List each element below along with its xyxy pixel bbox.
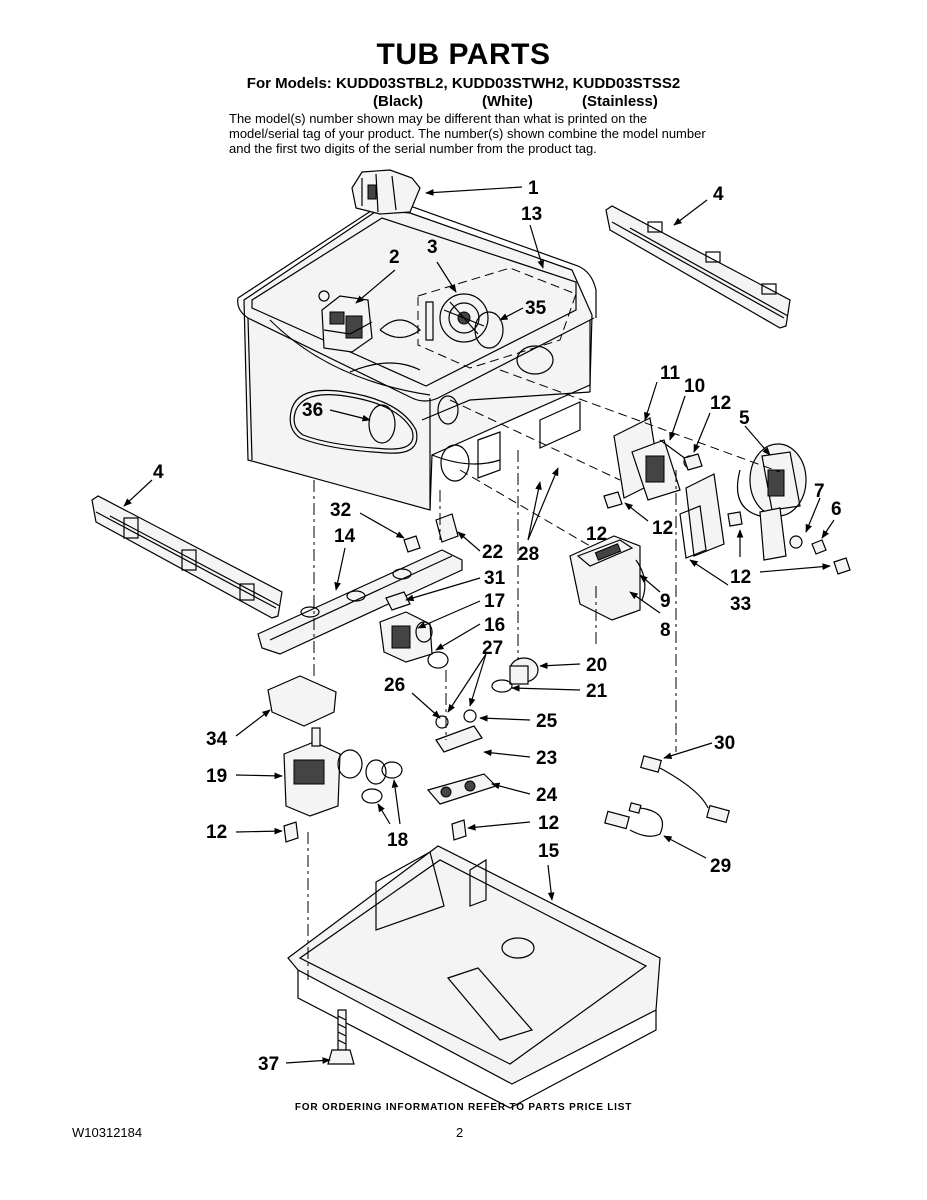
color-stainless-label: (Stainless) (582, 93, 658, 110)
callout-34: 34 (206, 729, 228, 750)
callout-3: 3 (427, 237, 438, 258)
part-12-screws-upper (603, 453, 851, 575)
part-3-stem (425, 301, 434, 341)
callout-28: 28 (518, 544, 539, 565)
callout-31: 31 (484, 568, 506, 589)
callout-11: 11 (660, 363, 681, 384)
part-2-dispenser (321, 295, 373, 353)
callout-14: 14 (334, 526, 356, 547)
part-8-control-module (569, 535, 646, 621)
callout-26: 26 (384, 675, 405, 696)
part-30-harness (640, 755, 730, 824)
callout-4-right: 4 (713, 184, 724, 205)
callout-21: 21 (586, 681, 608, 702)
callout-12-e: 12 (538, 813, 559, 834)
part-17-valve (379, 611, 433, 663)
part-15-base (287, 845, 661, 1109)
callout-13: 13 (521, 204, 542, 225)
callout-37: 37 (258, 1054, 279, 1075)
callout-4-left: 4 (153, 462, 164, 483)
callout-15: 15 (538, 841, 560, 862)
part-36-gasket (289, 389, 418, 454)
part-12-screw-lower-left (283, 821, 299, 843)
part-20-sensor (509, 657, 539, 685)
part-37-leveling-leg (327, 1009, 355, 1065)
part-22-switch (435, 513, 459, 543)
part-11-bracket (613, 417, 697, 501)
page-number: 2 (456, 1125, 464, 1140)
callout-labels: 1 2 3 4 4 5 6 7 8 9 10 11 12 12 12 12 12… (153, 178, 842, 1075)
callout-19: 19 (206, 766, 227, 787)
part-18-clamp-a (361, 788, 383, 804)
callout-22: 22 (482, 542, 503, 563)
callout-12-c: 12 (730, 567, 751, 588)
callout-8: 8 (660, 620, 671, 641)
tub-drawing (237, 202, 597, 511)
part-34-shield (267, 675, 337, 727)
callout-5: 5 (739, 408, 750, 429)
model-list: For Models: KUDD03STBL2, KUDD03STWH2, KU… (246, 75, 681, 92)
callout-16: 16 (484, 615, 505, 636)
part-5-motor (736, 443, 807, 561)
page-title: TUB PARTS (376, 38, 551, 71)
callout-9: 9 (660, 591, 671, 612)
part-35-gasket (474, 311, 504, 349)
callout-25: 25 (536, 711, 558, 732)
callout-1: 1 (528, 178, 539, 199)
callout-2: 2 (389, 247, 400, 268)
leader-lines (123, 186, 835, 1064)
model-number-note: The model(s) number shown may be differe… (229, 111, 706, 156)
part-32-clip (403, 535, 421, 553)
part-12-screw-lower-right (451, 819, 467, 841)
part-18-clamp-b (381, 761, 403, 779)
assembly-dash-lines (307, 369, 781, 980)
callout-35: 35 (525, 298, 547, 319)
part-1-bracket (351, 169, 421, 215)
part-6-nut (811, 539, 827, 555)
callout-17: 17 (484, 591, 505, 612)
callout-30: 30 (714, 733, 735, 754)
callout-23: 23 (536, 748, 557, 769)
part-7-bushing (789, 535, 803, 549)
part-33-bracket (679, 473, 725, 559)
callout-12-f: 12 (586, 524, 607, 545)
part-31-plate (385, 591, 411, 611)
color-white-label: (White) (482, 93, 533, 110)
callout-33: 33 (730, 594, 751, 615)
part-21-seal (491, 679, 513, 693)
callout-12-b: 12 (652, 518, 673, 539)
callout-32: 32 (330, 500, 351, 521)
part-3-vent (417, 267, 577, 369)
document-number: W10312184 (72, 1125, 143, 1140)
callout-12-a: 12 (710, 393, 731, 414)
ordering-footer: FOR ORDERING INFORMATION REFER TO PARTS … (294, 1102, 633, 1113)
callout-7: 7 (814, 481, 825, 502)
part-14-spray-tube (257, 549, 463, 655)
callout-18: 18 (387, 830, 408, 851)
callout-29: 29 (710, 856, 731, 877)
callout-20: 20 (586, 655, 607, 676)
part-29-harness (604, 802, 664, 837)
part-19-pump (283, 727, 387, 817)
part-4-rail-left (91, 495, 283, 619)
color-black-label: (Black) (373, 93, 424, 110)
part-16-clamp (427, 651, 449, 669)
callout-36: 36 (302, 400, 323, 421)
callout-27: 27 (482, 638, 503, 659)
callout-12-d: 12 (206, 822, 227, 843)
callout-24: 24 (536, 785, 558, 806)
callout-10: 10 (684, 376, 705, 397)
part-23-27-float (426, 709, 498, 805)
part-4-rail-right (605, 205, 791, 329)
callout-6: 6 (831, 499, 842, 520)
